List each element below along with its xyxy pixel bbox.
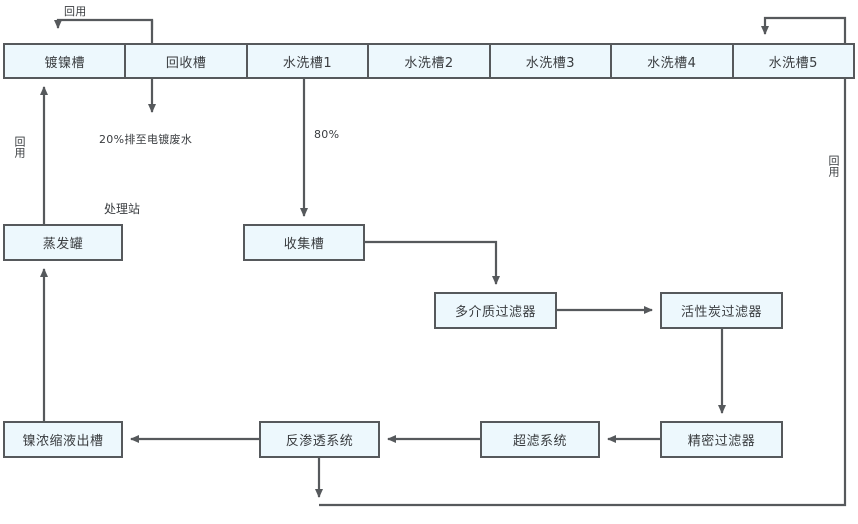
edge-bottom-bus-to-rinse5 xyxy=(319,16,847,507)
label-reuse-right: 回用 xyxy=(827,155,840,177)
tank-cell-rinse-4[interactable]: 水洗槽4 xyxy=(612,45,734,77)
tank-cell-rinse-1[interactable]: 水洗槽1 xyxy=(248,45,370,77)
node-multimedia-filter[interactable]: 多介质过滤器 xyxy=(434,292,557,329)
label-treatment-station: 处理站 xyxy=(104,202,141,216)
node-collection-tank[interactable]: 收集槽 xyxy=(243,224,365,261)
node-ro-system[interactable]: 反渗透系统 xyxy=(259,421,380,458)
label-flow-80-percent: 80% xyxy=(314,128,340,141)
edge-recovery-to-nickel-plating xyxy=(54,18,154,30)
edge-collection-to-multimedia xyxy=(365,240,500,285)
label-reuse-left: 回用 xyxy=(13,136,26,158)
tank-cell-rinse-5[interactable]: 水洗槽5 xyxy=(768,55,818,71)
node-precision-filter[interactable]: 精密过滤器 xyxy=(660,421,783,458)
node-uf-system[interactable]: 超滤系统 xyxy=(480,421,600,458)
tank-cell-nickel-plating[interactable]: 镀镍槽 xyxy=(5,45,127,77)
node-evaporator[interactable]: 蒸发罐 xyxy=(3,224,123,261)
node-nickel-concentrate-tank[interactable]: 镍浓缩液出槽 xyxy=(3,421,123,458)
process-tank-row: 镀镍槽 回收槽 水洗槽1 水洗槽2 水洗槽3 水洗槽4 水洗槽5 xyxy=(3,43,855,79)
tank-cell-rinse-3[interactable]: 水洗槽3 xyxy=(491,45,613,77)
node-carbon-filter[interactable]: 活性炭过滤器 xyxy=(660,292,783,329)
tank-cell-recovery[interactable]: 回收槽 xyxy=(126,45,248,77)
label-reuse-top: 回用 xyxy=(64,5,87,18)
tank-cell-rinse-2[interactable]: 水洗槽2 xyxy=(369,45,491,77)
label-discharge-20-percent: 20%排至电镀废水 xyxy=(99,133,193,146)
